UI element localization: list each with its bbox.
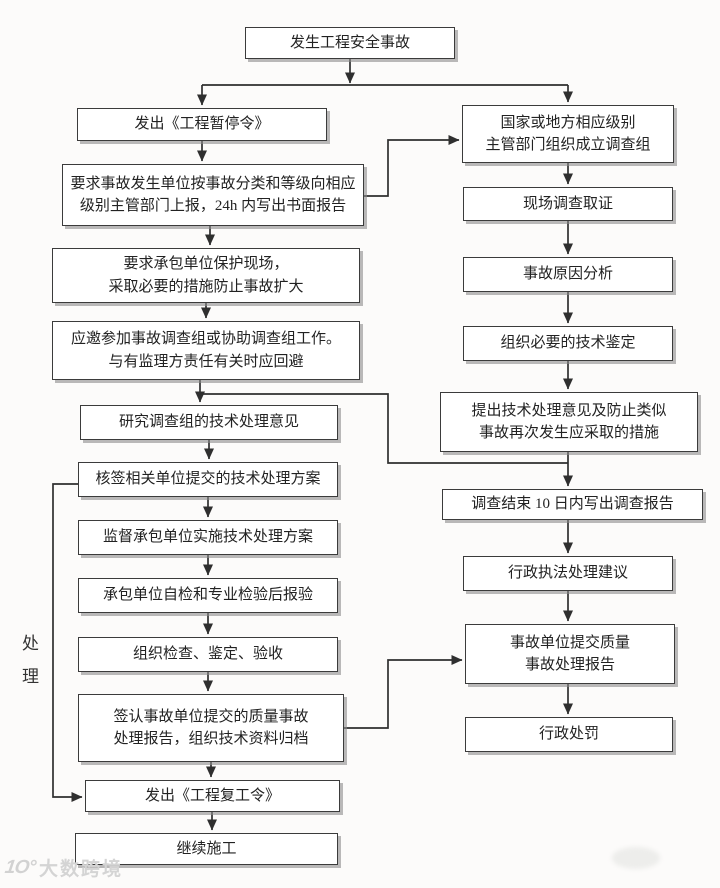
flow-node-protect-site: 要求承包单位保护现场， 采取必要的措施防止事故扩大	[52, 248, 360, 303]
flow-node-issue-resume-order: 发出《工程复工令》	[85, 780, 340, 812]
flow-node-sign-quality-report: 签认事故单位提交的质量事故 处理报告，组织技术资料归档	[78, 694, 344, 762]
flow-node-contractor-selfcheck: 承包单位自检和专业检验后报验	[78, 578, 338, 613]
flow-node-study-opinions: 研究调查组的技术处理意见	[80, 405, 338, 440]
flow-node-admin-penalty: 行政处罚	[465, 717, 673, 752]
watermark-logo-icon: 1O°	[3, 856, 37, 878]
flow-node-authority-team: 国家或地方相应级别 主管部门组织成立调查组	[462, 105, 674, 163]
watermark-smudge	[612, 847, 660, 869]
flow-node-propose-measures: 提出技术处理意见及防止类似 事故再次发生应采取的措施	[440, 392, 698, 452]
edge-sign-to-unit-report	[344, 655, 463, 729]
flow-node-continue-construction: 继续施工	[75, 833, 338, 865]
flow-node-law-enforcement: 行政执法处理建议	[463, 556, 673, 591]
side-label-handling: 处理	[19, 634, 38, 700]
flow-node-start: 发生工程安全事故	[245, 27, 455, 59]
flow-node-investigation-report: 调查结束 10 日内写出调查报告	[442, 489, 703, 520]
flow-node-unit-quality-report: 事故单位提交质量 事故处理报告	[465, 624, 675, 684]
flow-node-report-to-authority: 要求事故发生单位按事故分类和等级向相应 级别主管部门上报，24h 内写出书面报告	[62, 164, 364, 226]
watermark: 1O° 大数跨境	[3, 854, 123, 881]
flow-node-join-investigation: 应邀参加事故调查组或协助调查组工作。 与有监理方责任有关时应回避	[52, 321, 360, 380]
flow-node-supervise-implement: 监督承包单位实施技术处理方案	[78, 520, 338, 555]
edge-report-to-authority-team	[364, 135, 460, 197]
flow-node-issue-stop-order: 发出《工程暂停令》	[77, 108, 327, 141]
flow-node-countersign-plan: 核签相关单位提交的技术处理方案	[78, 462, 338, 497]
watermark-brand-text: 大数跨境	[38, 859, 123, 880]
flow-node-organize-acceptance: 组织检查、鉴定、验收	[78, 637, 338, 672]
edge-measures-branch-to-study	[200, 393, 568, 464]
flow-node-site-evidence: 现场调查取证	[463, 187, 673, 221]
flow-node-technical-appraisal: 组织必要的技术鉴定	[463, 326, 673, 361]
flow-node-cause-analysis: 事故原因分析	[463, 257, 673, 292]
edge-countersign-bypass-to-resume	[52, 483, 83, 802]
